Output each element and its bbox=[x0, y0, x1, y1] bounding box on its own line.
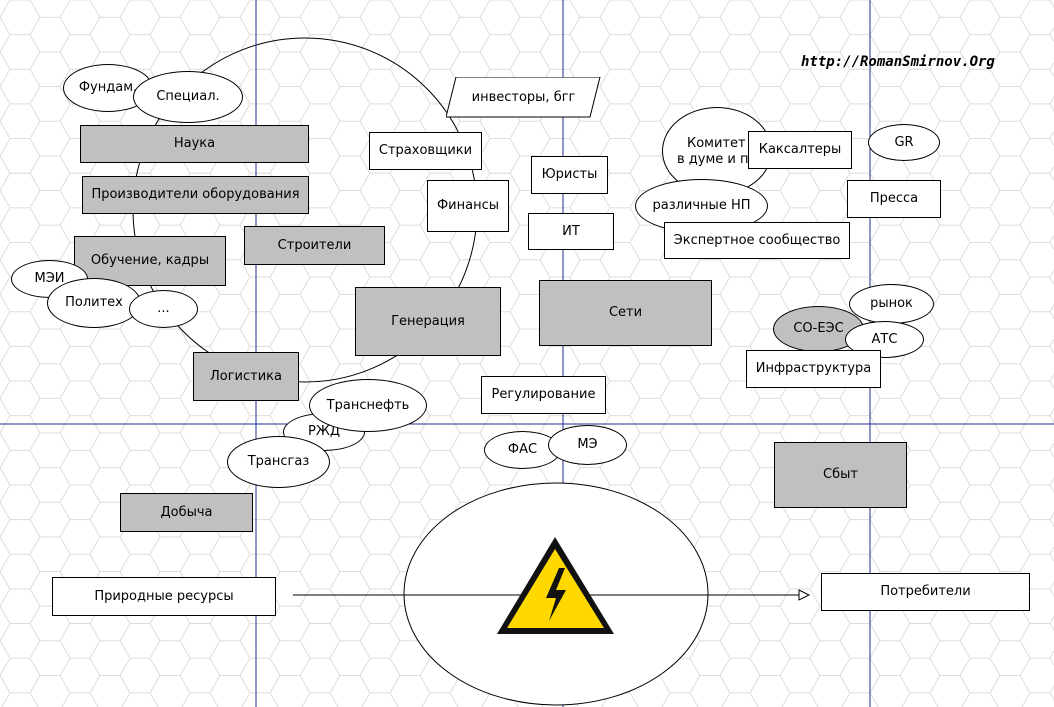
node-logistika[interactable]: Логистика bbox=[193, 352, 299, 401]
flow-arrowhead bbox=[798, 589, 811, 601]
node-investory[interactable]: инвесторы, бгг bbox=[471, 89, 576, 105]
node-yuristy[interactable]: Юристы bbox=[531, 156, 608, 194]
node-infrastruktura[interactable]: Инфраструктура bbox=[746, 350, 881, 388]
node-dobycha[interactable]: Добыча bbox=[120, 493, 253, 532]
node-komitet-line2: в думе и п bbox=[677, 151, 749, 167]
site-url[interactable]: http://RomanSmirnov.Org bbox=[801, 54, 995, 70]
node-fas[interactable]: ФАС bbox=[484, 431, 561, 469]
node-transneft[interactable]: Транснефть bbox=[309, 379, 427, 432]
node-me[interactable]: МЭ bbox=[548, 425, 627, 465]
node-obuchenie[interactable]: Обучение, кадры bbox=[74, 236, 226, 286]
node-kaksaltery[interactable]: Каксалтеры bbox=[748, 131, 852, 169]
high-voltage-warning-icon bbox=[497, 537, 614, 634]
node-gr[interactable]: GR bbox=[868, 124, 940, 161]
node-proizvoditeli[interactable]: Производители оборудования bbox=[82, 176, 309, 214]
node-nauka[interactable]: Наука bbox=[80, 125, 309, 163]
node-rynok[interactable]: рынок bbox=[849, 284, 934, 324]
node-regulirovanie[interactable]: Регулирование bbox=[481, 376, 606, 414]
node-strakhovshchiki[interactable]: Страховщики bbox=[369, 132, 482, 170]
node-ekspertnoe[interactable]: Экспертное сообщество bbox=[664, 222, 850, 259]
node-prirodnye[interactable]: Природные ресурсы bbox=[52, 577, 276, 616]
node-generaciya[interactable]: Генерация bbox=[355, 287, 501, 356]
node-politekh[interactable]: Политех bbox=[47, 278, 141, 328]
node-ellipsis[interactable]: ... bbox=[129, 290, 198, 328]
node-pressa[interactable]: Пресса bbox=[847, 180, 941, 218]
node-potrebiteli[interactable]: Потребители bbox=[821, 573, 1030, 611]
node-transgaz[interactable]: Трансгаз bbox=[227, 436, 330, 488]
node-finansy[interactable]: Финансы bbox=[427, 180, 509, 232]
node-special[interactable]: Специал. bbox=[133, 71, 243, 123]
node-seti[interactable]: Сети bbox=[539, 280, 712, 346]
node-sbyt[interactable]: Сбыт bbox=[774, 442, 907, 508]
node-investory-shape bbox=[446, 77, 601, 118]
node-stroiteli[interactable]: Строители bbox=[244, 226, 385, 265]
node-it[interactable]: ИТ bbox=[528, 213, 614, 250]
node-komitet-line1: Комитет bbox=[687, 136, 746, 151]
